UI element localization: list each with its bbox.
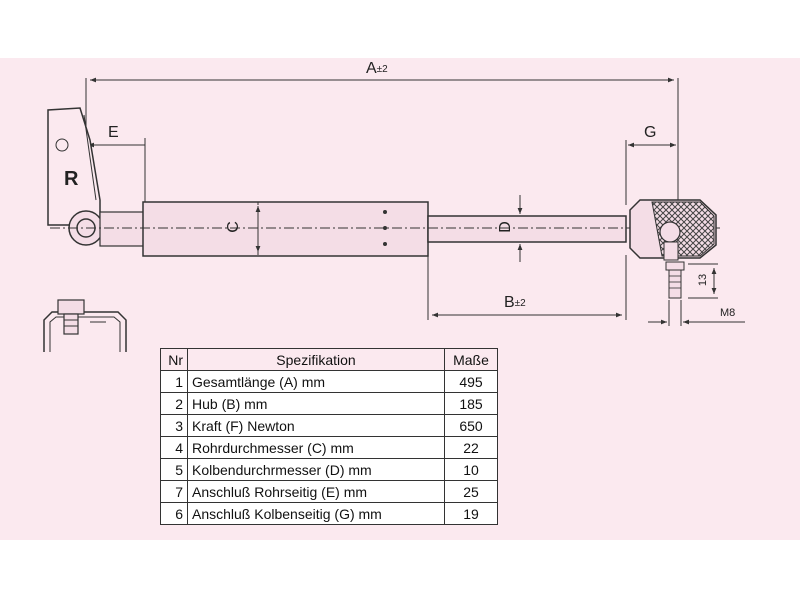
cell-value: 650 (444, 414, 498, 437)
side-marker-label: R (64, 168, 79, 190)
table-row: 2 Hub (B) mm 185 (160, 392, 498, 415)
cell-spec: Hub (B) mm (187, 392, 445, 415)
specification-table: Nr Spezifikation Maße 1 Gesamtlänge (A) … (160, 348, 498, 525)
dimension-stud-length-line (688, 263, 718, 299)
dimension-g-line (625, 140, 676, 205)
cell-spec: Gesamtlänge (A) mm (187, 370, 445, 393)
dimension-c-label: C (224, 221, 242, 233)
dimension-e-line (88, 138, 146, 210)
cell-value: 10 (444, 458, 498, 481)
header-spec: Spezifikation (187, 348, 445, 371)
cell-nr: 3 (160, 414, 188, 437)
header-nr: Nr (160, 348, 188, 371)
table-header-row: Nr Spezifikation Maße (160, 348, 498, 371)
threaded-stud (665, 261, 685, 299)
header-value: Maße (444, 348, 498, 371)
cell-spec: Anschluß Kolbenseitig (G) mm (187, 502, 445, 525)
cell-value: 185 (444, 392, 498, 415)
cell-value: 495 (444, 370, 498, 393)
table-row: 1 Gesamtlänge (A) mm 495 (160, 370, 498, 393)
dimension-e-label: E (108, 124, 119, 141)
cell-nr: 2 (160, 392, 188, 415)
cell-nr: 1 (160, 370, 188, 393)
dimension-a-label: A±2 (366, 60, 388, 77)
dimension-thread-line (648, 300, 745, 326)
clip-detail-icon (43, 299, 127, 352)
dimension-g-label: G (644, 124, 657, 141)
table-row: 7 Anschluß Rohrseitig (E) mm 25 (160, 480, 498, 503)
cell-spec: Rohrdurchmesser (C) mm (187, 436, 445, 459)
cell-spec: Kolbendurchrmesser (D) mm (187, 458, 445, 481)
cell-nr: 4 (160, 436, 188, 459)
table-row: 3 Kraft (F) Newton 650 (160, 414, 498, 437)
cell-nr: 7 (160, 480, 188, 503)
dimension-stud-length-label: 13 (697, 273, 710, 287)
cell-value: 25 (444, 480, 498, 503)
cell-value: 19 (444, 502, 498, 525)
dimension-d-label: D (496, 221, 514, 233)
cell-nr: 5 (160, 458, 188, 481)
dimension-b-label: B±2 (504, 294, 526, 311)
table-row: 5 Kolbendurchrmesser (D) mm 10 (160, 458, 498, 481)
left-bracket (47, 107, 101, 226)
dimension-thread-label: M8 (720, 307, 736, 319)
piston-rod (427, 215, 627, 243)
cylinder-tube (142, 201, 429, 257)
table-row: 4 Rohrdurchmesser (C) mm 22 (160, 436, 498, 459)
cell-nr: 6 (160, 502, 188, 525)
cell-value: 22 (444, 436, 498, 459)
table-row: 6 Anschluß Kolbenseitig (G) mm 19 (160, 502, 498, 525)
cell-spec: Kraft (F) Newton (187, 414, 445, 437)
dimension-b-line (427, 255, 627, 320)
cell-spec: Anschluß Rohrseitig (E) mm (187, 480, 445, 503)
specification-table-wrap: Nr Spezifikation Maße 1 Gesamtlänge (A) … (160, 348, 498, 525)
right-ball-socket (629, 199, 717, 261)
